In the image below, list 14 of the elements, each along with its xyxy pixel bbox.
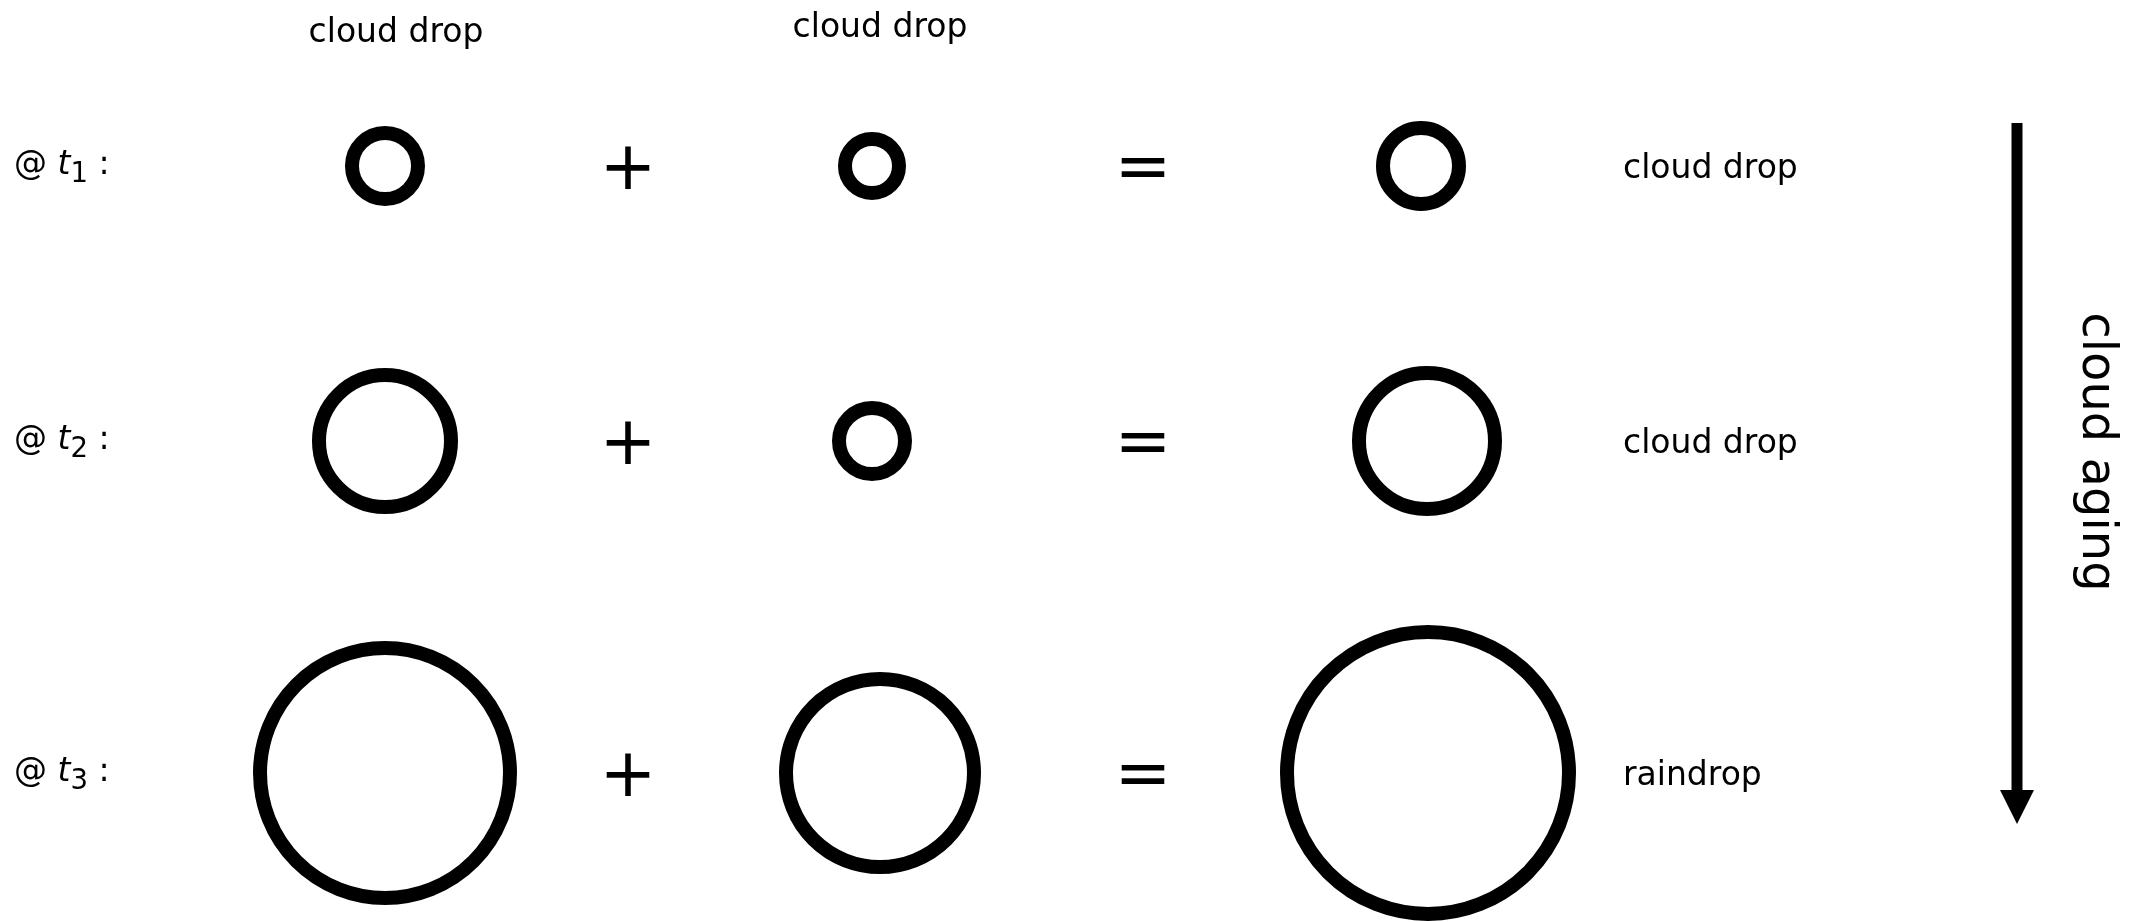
plus-sign: + <box>599 739 657 807</box>
equals-sign: = <box>1114 132 1172 200</box>
equals-sign: = <box>1114 739 1172 807</box>
column-label: cloud drop <box>792 8 968 42</box>
drop-type-label: raindrop <box>1623 756 1762 790</box>
plus-sign: + <box>599 132 657 200</box>
time-label: @ t$_{2}$ : <box>14 420 110 462</box>
column-label: cloud drop <box>308 13 484 47</box>
drop-type-label: cloud drop <box>1623 149 1798 183</box>
plus-sign: + <box>599 407 657 475</box>
time-label: @ t$_{3}$ : <box>14 752 110 794</box>
equals-sign: = <box>1114 407 1172 475</box>
time-label: @ t$_{1}$ : <box>14 145 110 187</box>
drop-type-label: cloud drop <box>1623 424 1798 458</box>
